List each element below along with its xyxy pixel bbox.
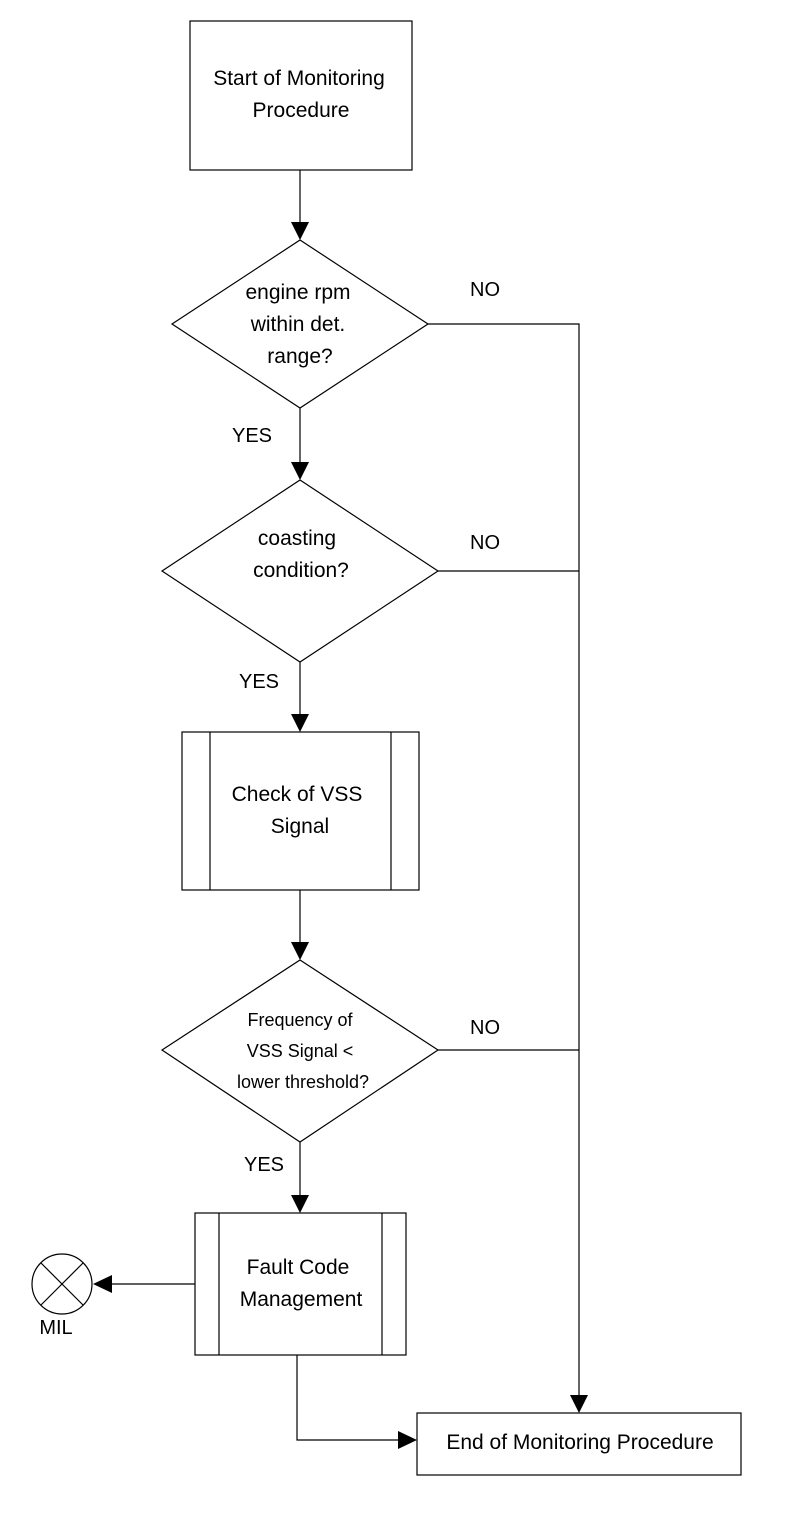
decision-engine-rpm-line2: within det. bbox=[250, 313, 346, 336]
label-frequency-no: NO bbox=[470, 1017, 500, 1039]
label-frequency-yes: YES bbox=[244, 1154, 284, 1176]
arrowhead bbox=[570, 1395, 588, 1413]
arrowhead bbox=[291, 714, 309, 732]
label-coasting-yes: YES bbox=[239, 671, 279, 693]
decision-engine-rpm: engine rpm within det. range? bbox=[170, 239, 430, 409]
decision-frequency-line1: Frequency of bbox=[247, 1010, 353, 1030]
decision-frequency-line3: lower threshold? bbox=[237, 1072, 369, 1092]
process-fault-code-line2: Management bbox=[240, 1288, 363, 1311]
mil-lamp-icon bbox=[31, 1253, 93, 1315]
end-node: End of Monitoring Procedure bbox=[416, 1412, 742, 1476]
decision-engine-rpm-line3: range? bbox=[267, 345, 332, 368]
process-check-vss-line1: Check of VSS bbox=[232, 783, 363, 806]
process-check-vss-line2: Signal bbox=[271, 815, 329, 838]
decision-coasting-line2: condition? bbox=[253, 559, 349, 582]
label-coasting-no: NO bbox=[470, 532, 500, 554]
start-node: Start of Monitoring Procedure bbox=[189, 20, 413, 171]
label-rpm-no: NO bbox=[470, 279, 500, 301]
decision-frequency-line2: VSS Signal < bbox=[247, 1041, 354, 1061]
connectors bbox=[93, 170, 588, 1449]
label-rpm-yes: YES bbox=[232, 425, 272, 447]
arrowhead bbox=[291, 942, 309, 960]
arrowhead bbox=[291, 222, 309, 240]
decision-coasting-line1: coasting bbox=[258, 527, 336, 550]
arrowhead bbox=[398, 1431, 417, 1449]
decision-frequency: Frequency of VSS Signal < lower threshol… bbox=[160, 959, 440, 1143]
process-fault-code-management: Fault Code Management bbox=[194, 1212, 407, 1356]
edge-rpm-no bbox=[428, 323, 580, 1395]
mil-label: MIL bbox=[39, 1317, 72, 1339]
process-check-vss-signal: Check of VSS Signal bbox=[181, 731, 420, 891]
decision-coasting: coasting condition? bbox=[160, 479, 440, 663]
arrowhead bbox=[93, 1275, 112, 1293]
end-node-label: End of Monitoring Procedure bbox=[446, 1431, 713, 1454]
start-node-label-line2: Procedure bbox=[253, 99, 350, 122]
decision-engine-rpm-line1: engine rpm bbox=[245, 281, 350, 304]
arrowhead bbox=[291, 1195, 309, 1213]
process-fault-code-line1: Fault Code bbox=[247, 1256, 350, 1279]
edge-fault-to-end bbox=[296, 1355, 398, 1441]
start-node-label-line1: Start of Monitoring bbox=[213, 67, 385, 90]
arrowhead bbox=[291, 462, 309, 480]
